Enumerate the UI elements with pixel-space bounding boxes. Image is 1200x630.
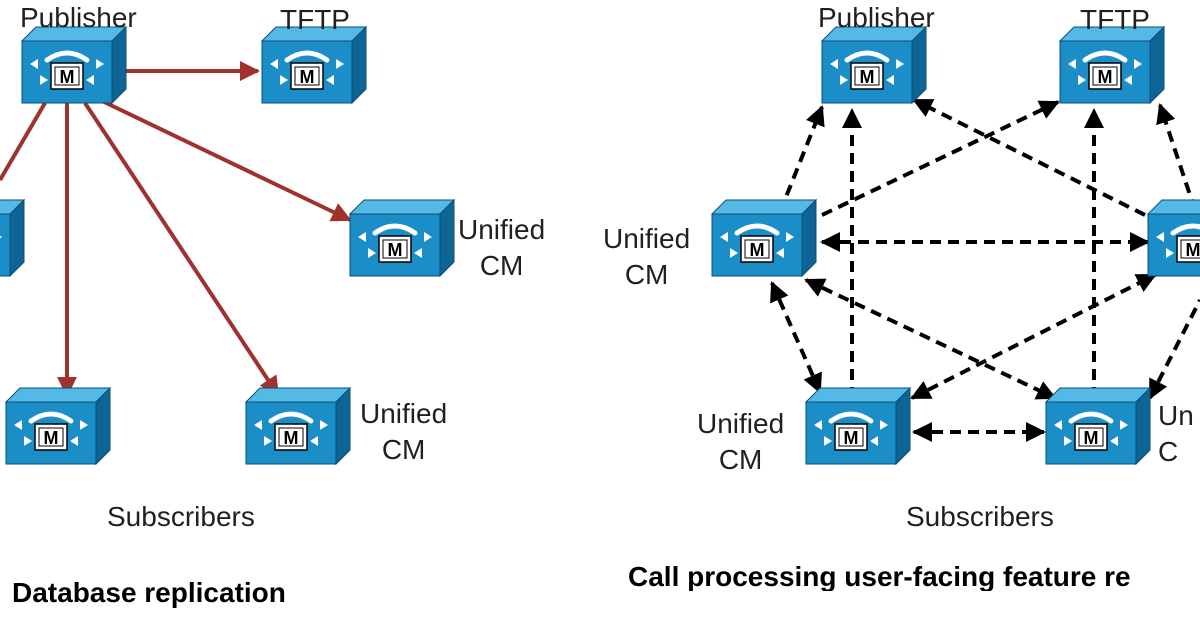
svg-text:M: M xyxy=(750,240,765,260)
svg-text:M: M xyxy=(388,240,403,260)
svg-text:M: M xyxy=(860,67,875,87)
svg-text:M: M xyxy=(44,428,59,448)
mesh-unifiedL-unifiedBL xyxy=(770,281,822,394)
arrow-publisher-to-unified-a xyxy=(99,98,352,222)
svg-text:M: M xyxy=(1098,67,1113,87)
left-unified-cm-b-line2: CM xyxy=(381,434,426,465)
left-unified-cm-b-line1: Unified xyxy=(360,398,448,429)
svg-text:M: M xyxy=(1084,428,1099,448)
right-unified-cm-bottom-right-line2: C xyxy=(1158,436,1179,467)
server-nodes: M M M M M M M M M M M M xyxy=(0,25,1200,466)
svg-text:M: M xyxy=(1186,240,1200,260)
left-caption: Database replication xyxy=(12,577,286,608)
right-publisher-server: M xyxy=(820,25,928,105)
right-mesh-arrows xyxy=(770,98,1200,442)
right-unified-cm-left-server: M xyxy=(710,198,818,278)
right-publisher-label: Publisher xyxy=(818,2,935,33)
left-offscreen-server: M xyxy=(0,198,26,278)
svg-text:M: M xyxy=(300,67,315,87)
right-unified-cm-bottom-right-server: M xyxy=(1044,386,1152,466)
left-unified-cm-b-server: M xyxy=(244,386,352,466)
right-tftp-server: M xyxy=(1058,25,1166,105)
right-unified-cm-bottom-left-line1: Unified xyxy=(697,408,785,439)
right-unified-cm-bottom-left-server: M xyxy=(804,386,912,466)
left-unified-cm-a-line1: Unified xyxy=(458,214,546,245)
left-unified-cm-b-label: Unified CM xyxy=(360,396,447,468)
left-tftp-label: TFTP xyxy=(280,4,350,35)
svg-text:M: M xyxy=(844,428,859,448)
mesh-unifiedL-publisher xyxy=(778,105,825,213)
left-publisher-server: M xyxy=(20,25,128,105)
right-caption: Call processing user-facing feature re xyxy=(628,563,1131,591)
left-tftp-server: M xyxy=(260,25,368,105)
left-subscriber-server: M xyxy=(4,386,112,466)
left-unified-cm-a-server: M xyxy=(348,198,456,278)
left-unified-cm-a-line2: CM xyxy=(479,250,524,281)
right-unified-cm-left-line1: Unified xyxy=(603,223,691,254)
right-unified-cm-left-label: Unified CM xyxy=(603,221,690,293)
mesh-unifiedBL-unifiedR xyxy=(910,273,1157,400)
mesh-unifiedBR-offscreen xyxy=(1148,299,1200,400)
arrow-publisher-to-offscreen xyxy=(0,101,47,182)
left-publisher-label: Publisher xyxy=(20,2,137,33)
left-replication-arrows xyxy=(0,61,352,397)
svg-text:M: M xyxy=(60,67,75,87)
mesh-unifiedR-publisher xyxy=(912,98,1146,217)
mesh-unifiedL-unifiedBR xyxy=(804,278,1057,400)
mesh-unifiedL-tftp xyxy=(821,100,1060,217)
right-unified-cm-left-line2: CM xyxy=(624,259,669,290)
arrow-publisher-to-unified-b xyxy=(83,101,280,397)
right-unified-cm-bottom-left-label: Unified CM xyxy=(697,406,784,478)
right-unified-cm-bottom-left-line2: CM xyxy=(718,444,763,475)
right-unified-cm-bottom-right-label: Un C xyxy=(1158,398,1200,470)
left-unified-cm-a-label: Unified CM xyxy=(458,212,545,284)
mesh-unifiedR-tftp xyxy=(1156,103,1197,211)
right-unified-cm-right-server: M xyxy=(1146,199,1200,277)
right-subscribers-label: Subscribers xyxy=(906,501,1054,532)
right-tftp-label: TFTP xyxy=(1080,4,1150,35)
right-unified-cm-bottom-right-line1: Un xyxy=(1158,400,1194,431)
left-subscribers-label: Subscribers xyxy=(107,501,255,532)
svg-text:M: M xyxy=(284,428,299,448)
